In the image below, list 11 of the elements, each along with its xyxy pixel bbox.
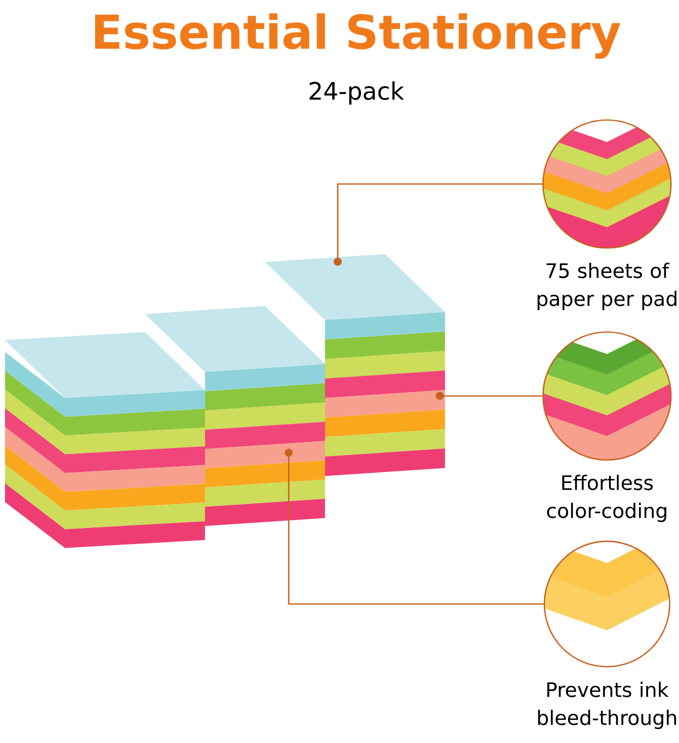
leader-line xyxy=(334,183,542,266)
sticky-note-stack-drawing xyxy=(265,254,445,476)
title: Essential Stationery xyxy=(95,13,620,59)
pack-count: 24-pack xyxy=(310,81,404,105)
leader-line xyxy=(284,448,544,605)
feature-caption: Prevents ink bleed-through xyxy=(538,682,676,730)
feature-caption: 75 sheets of paper per pad xyxy=(538,262,676,310)
feature-caption: Effortless color-coding xyxy=(547,474,666,522)
sticky-note-stack-drawing xyxy=(145,306,325,526)
leader-line xyxy=(436,392,542,400)
sticky-note-stack-drawing xyxy=(5,332,205,548)
